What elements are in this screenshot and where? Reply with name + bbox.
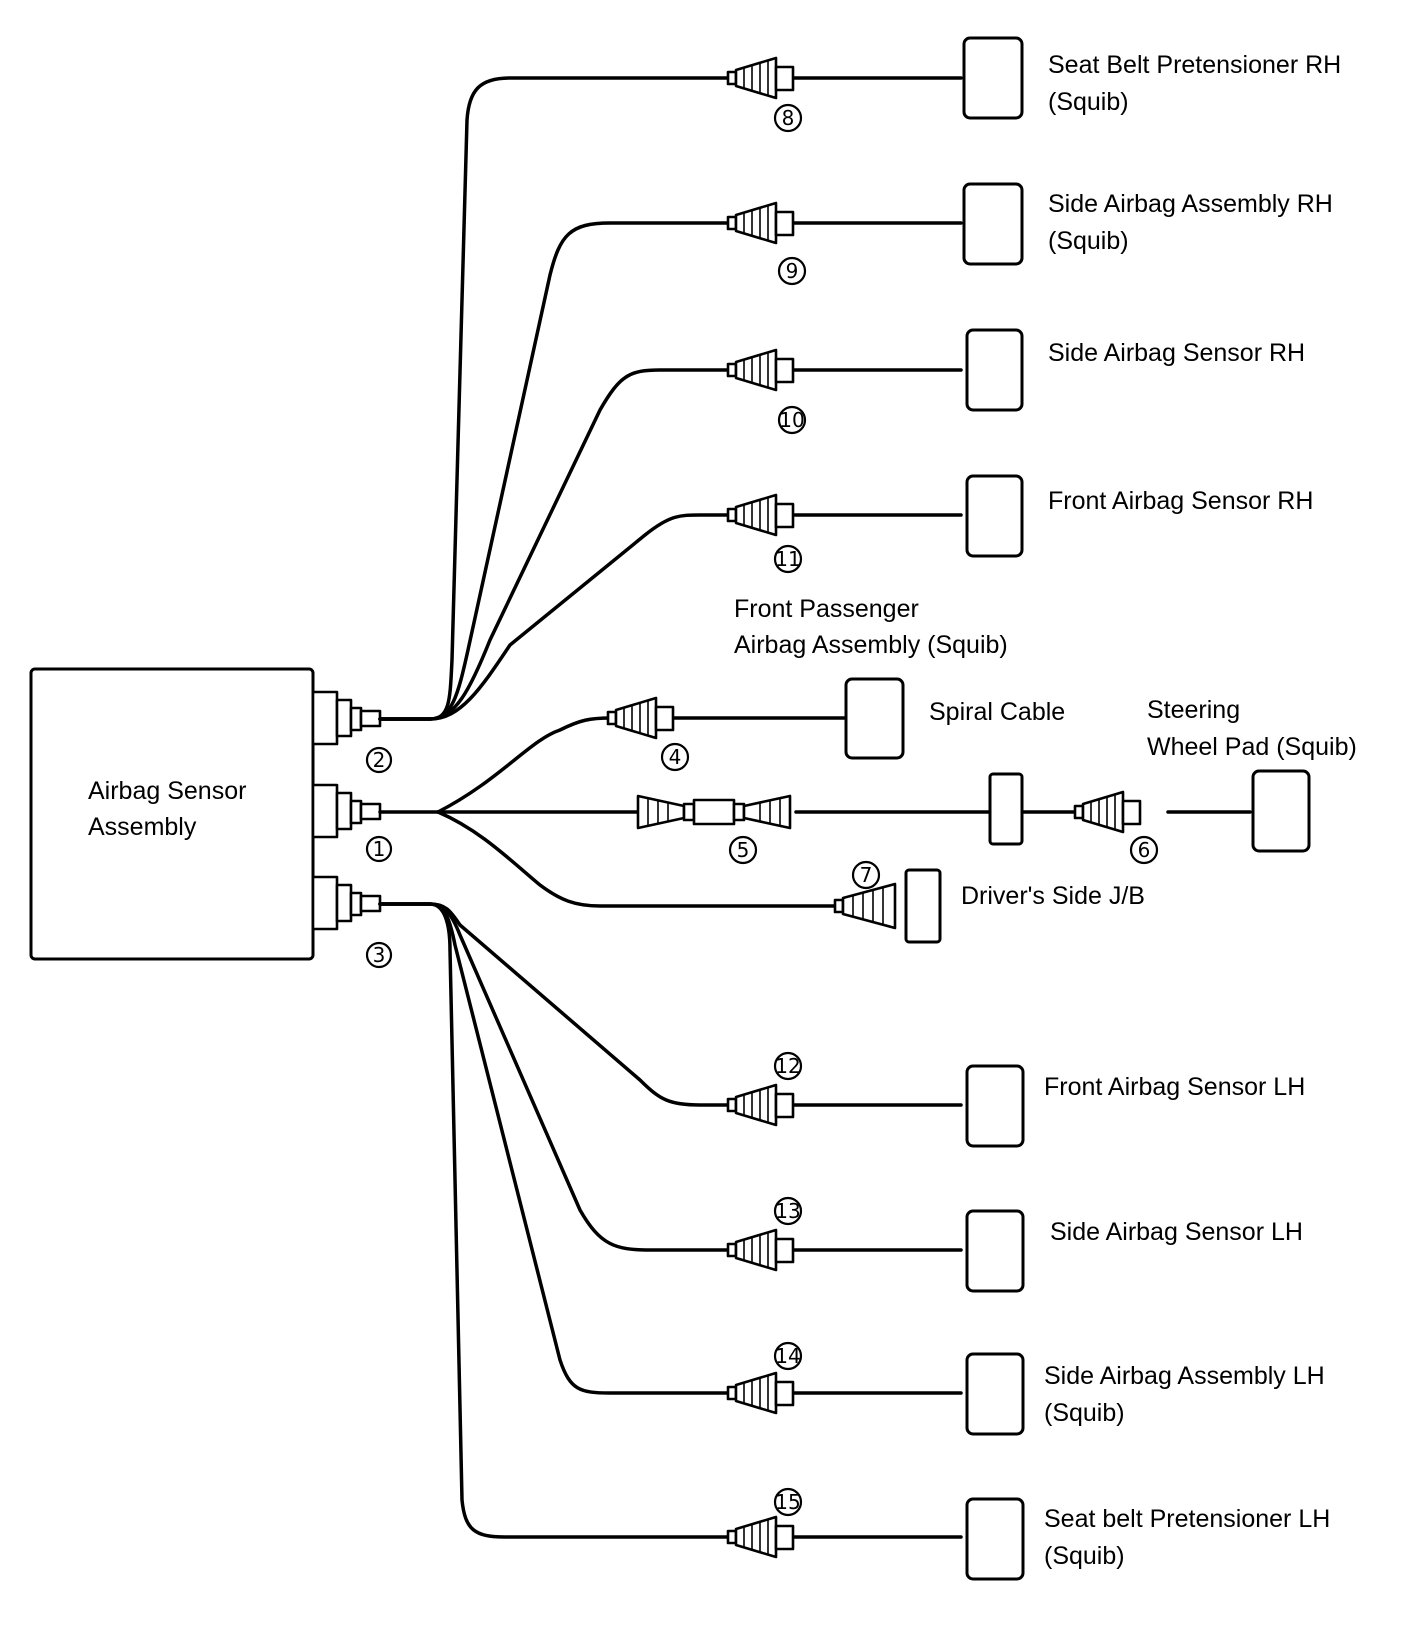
label-seat-belt-pretensioner-lh-squib: (Squib) xyxy=(1044,1542,1125,1570)
connector-number-13: 13 xyxy=(773,1196,803,1226)
svg-text:11: 11 xyxy=(775,547,800,571)
connector-plug-4 xyxy=(606,696,675,740)
assembly-label-line2: Assembly xyxy=(88,813,197,841)
connector-plug-12 xyxy=(726,1083,795,1127)
component-box-seat-belt-pretensioner-lh xyxy=(965,1497,1025,1581)
component-box-steering-wheel-pad xyxy=(1251,769,1311,853)
label-side-airbag-sensor-lh: Side Airbag Sensor LH xyxy=(1050,1218,1303,1246)
assembly-label-line1: Airbag Sensor xyxy=(88,777,246,805)
connector-number-7: 7 xyxy=(851,860,881,890)
label-side-airbag-sensor-rh: Side Airbag Sensor RH xyxy=(1048,339,1305,367)
label-front-airbag-sensor-lh: Front Airbag Sensor LH xyxy=(1044,1073,1305,1101)
harness-number-1: 1 xyxy=(365,835,393,863)
svg-text:4: 4 xyxy=(669,745,682,769)
component-box-seat-belt-pretensioner-rh xyxy=(962,36,1024,120)
component-box-spiral-cable xyxy=(988,772,1024,846)
svg-text:8: 8 xyxy=(782,106,795,130)
svg-text:2: 2 xyxy=(373,748,386,772)
label-wheel-pad-squib: Wheel Pad (Squib) xyxy=(1147,733,1357,761)
svg-text:5: 5 xyxy=(737,838,750,862)
svg-text:10: 10 xyxy=(779,408,804,432)
svg-text:13: 13 xyxy=(775,1199,800,1223)
connector-number-11: 11 xyxy=(773,544,803,574)
svg-text:6: 6 xyxy=(1138,838,1151,862)
component-box-drivers-side-jb xyxy=(904,868,942,944)
connector-number-10: 10 xyxy=(777,405,807,435)
harness-connector-3 xyxy=(311,875,382,931)
label-front-passenger: Front Passenger xyxy=(734,595,919,623)
svg-text:15: 15 xyxy=(775,1490,800,1514)
svg-text:7: 7 xyxy=(860,863,873,887)
svg-text:14: 14 xyxy=(775,1344,800,1368)
label-steering: Steering xyxy=(1147,696,1240,724)
label-side-airbag-assembly-lh-squib: (Squib) xyxy=(1044,1399,1125,1427)
harness-connector-2 xyxy=(311,690,382,746)
harness-connector-1 xyxy=(311,783,382,839)
component-box-side-airbag-sensor-lh xyxy=(965,1209,1025,1293)
connector-plug-5 xyxy=(636,794,792,830)
label-spiral-cable: Spiral Cable xyxy=(929,698,1065,726)
label-seat-belt-pretensioner-rh-squib: (Squib) xyxy=(1048,88,1129,116)
component-box-side-airbag-assembly-rh xyxy=(962,182,1024,266)
svg-text:3: 3 xyxy=(373,943,386,967)
label-drivers-side-jb: Driver's Side J/B xyxy=(961,882,1145,910)
label-airbag-assembly-squib: Airbag Assembly (Squib) xyxy=(734,631,1008,659)
label-front-airbag-sensor-rh: Front Airbag Sensor RH xyxy=(1048,487,1313,515)
connector-plug-14 xyxy=(726,1371,795,1415)
svg-text:1: 1 xyxy=(373,837,386,861)
connector-number-12: 12 xyxy=(773,1051,803,1081)
connector-number-4: 4 xyxy=(660,742,690,772)
connector-plug-13 xyxy=(726,1228,795,1272)
svg-text:12: 12 xyxy=(775,1054,800,1078)
label-side-airbag-assembly-rh: Side Airbag Assembly RH xyxy=(1048,190,1333,218)
component-box-front-passenger-airbag xyxy=(844,677,905,760)
label-seat-belt-pretensioner-rh: Seat Belt Pretensioner RH xyxy=(1048,51,1341,79)
connector-number-6: 6 xyxy=(1129,835,1159,865)
component-box-side-airbag-assembly-lh xyxy=(965,1352,1025,1436)
connector-plug-7 xyxy=(833,882,897,930)
airbag-sensor-assembly: Airbag Sensor Assembly xyxy=(29,667,315,961)
connector-number-5: 5 xyxy=(728,835,758,865)
connector-plug-11 xyxy=(726,493,795,537)
component-box-front-airbag-sensor-rh xyxy=(965,474,1024,558)
connector-number-8: 8 xyxy=(773,103,803,133)
connector-number-14: 14 xyxy=(773,1341,803,1371)
connector-number-9: 9 xyxy=(777,256,807,286)
svg-text:9: 9 xyxy=(786,259,799,283)
label-side-airbag-assembly-rh-squib: (Squib) xyxy=(1048,227,1129,255)
connector-plug-15 xyxy=(726,1515,795,1559)
connector-plug-6 xyxy=(1073,790,1142,834)
connector-plug-10 xyxy=(726,348,795,392)
harness-number-3: 3 xyxy=(365,941,393,969)
label-seat-belt-pretensioner-lh: Seat belt Pretensioner LH xyxy=(1044,1505,1330,1533)
component-box-side-airbag-sensor-rh xyxy=(965,328,1024,412)
harness-number-2: 2 xyxy=(365,746,393,774)
harness-wires xyxy=(378,76,1252,1539)
connector-number-15: 15 xyxy=(773,1487,803,1517)
connector-plug-8 xyxy=(726,56,795,100)
connector-plug-9 xyxy=(726,201,795,245)
label-side-airbag-assembly-lh: Side Airbag Assembly LH xyxy=(1044,1362,1325,1390)
component-box-front-airbag-sensor-lh xyxy=(965,1064,1025,1148)
